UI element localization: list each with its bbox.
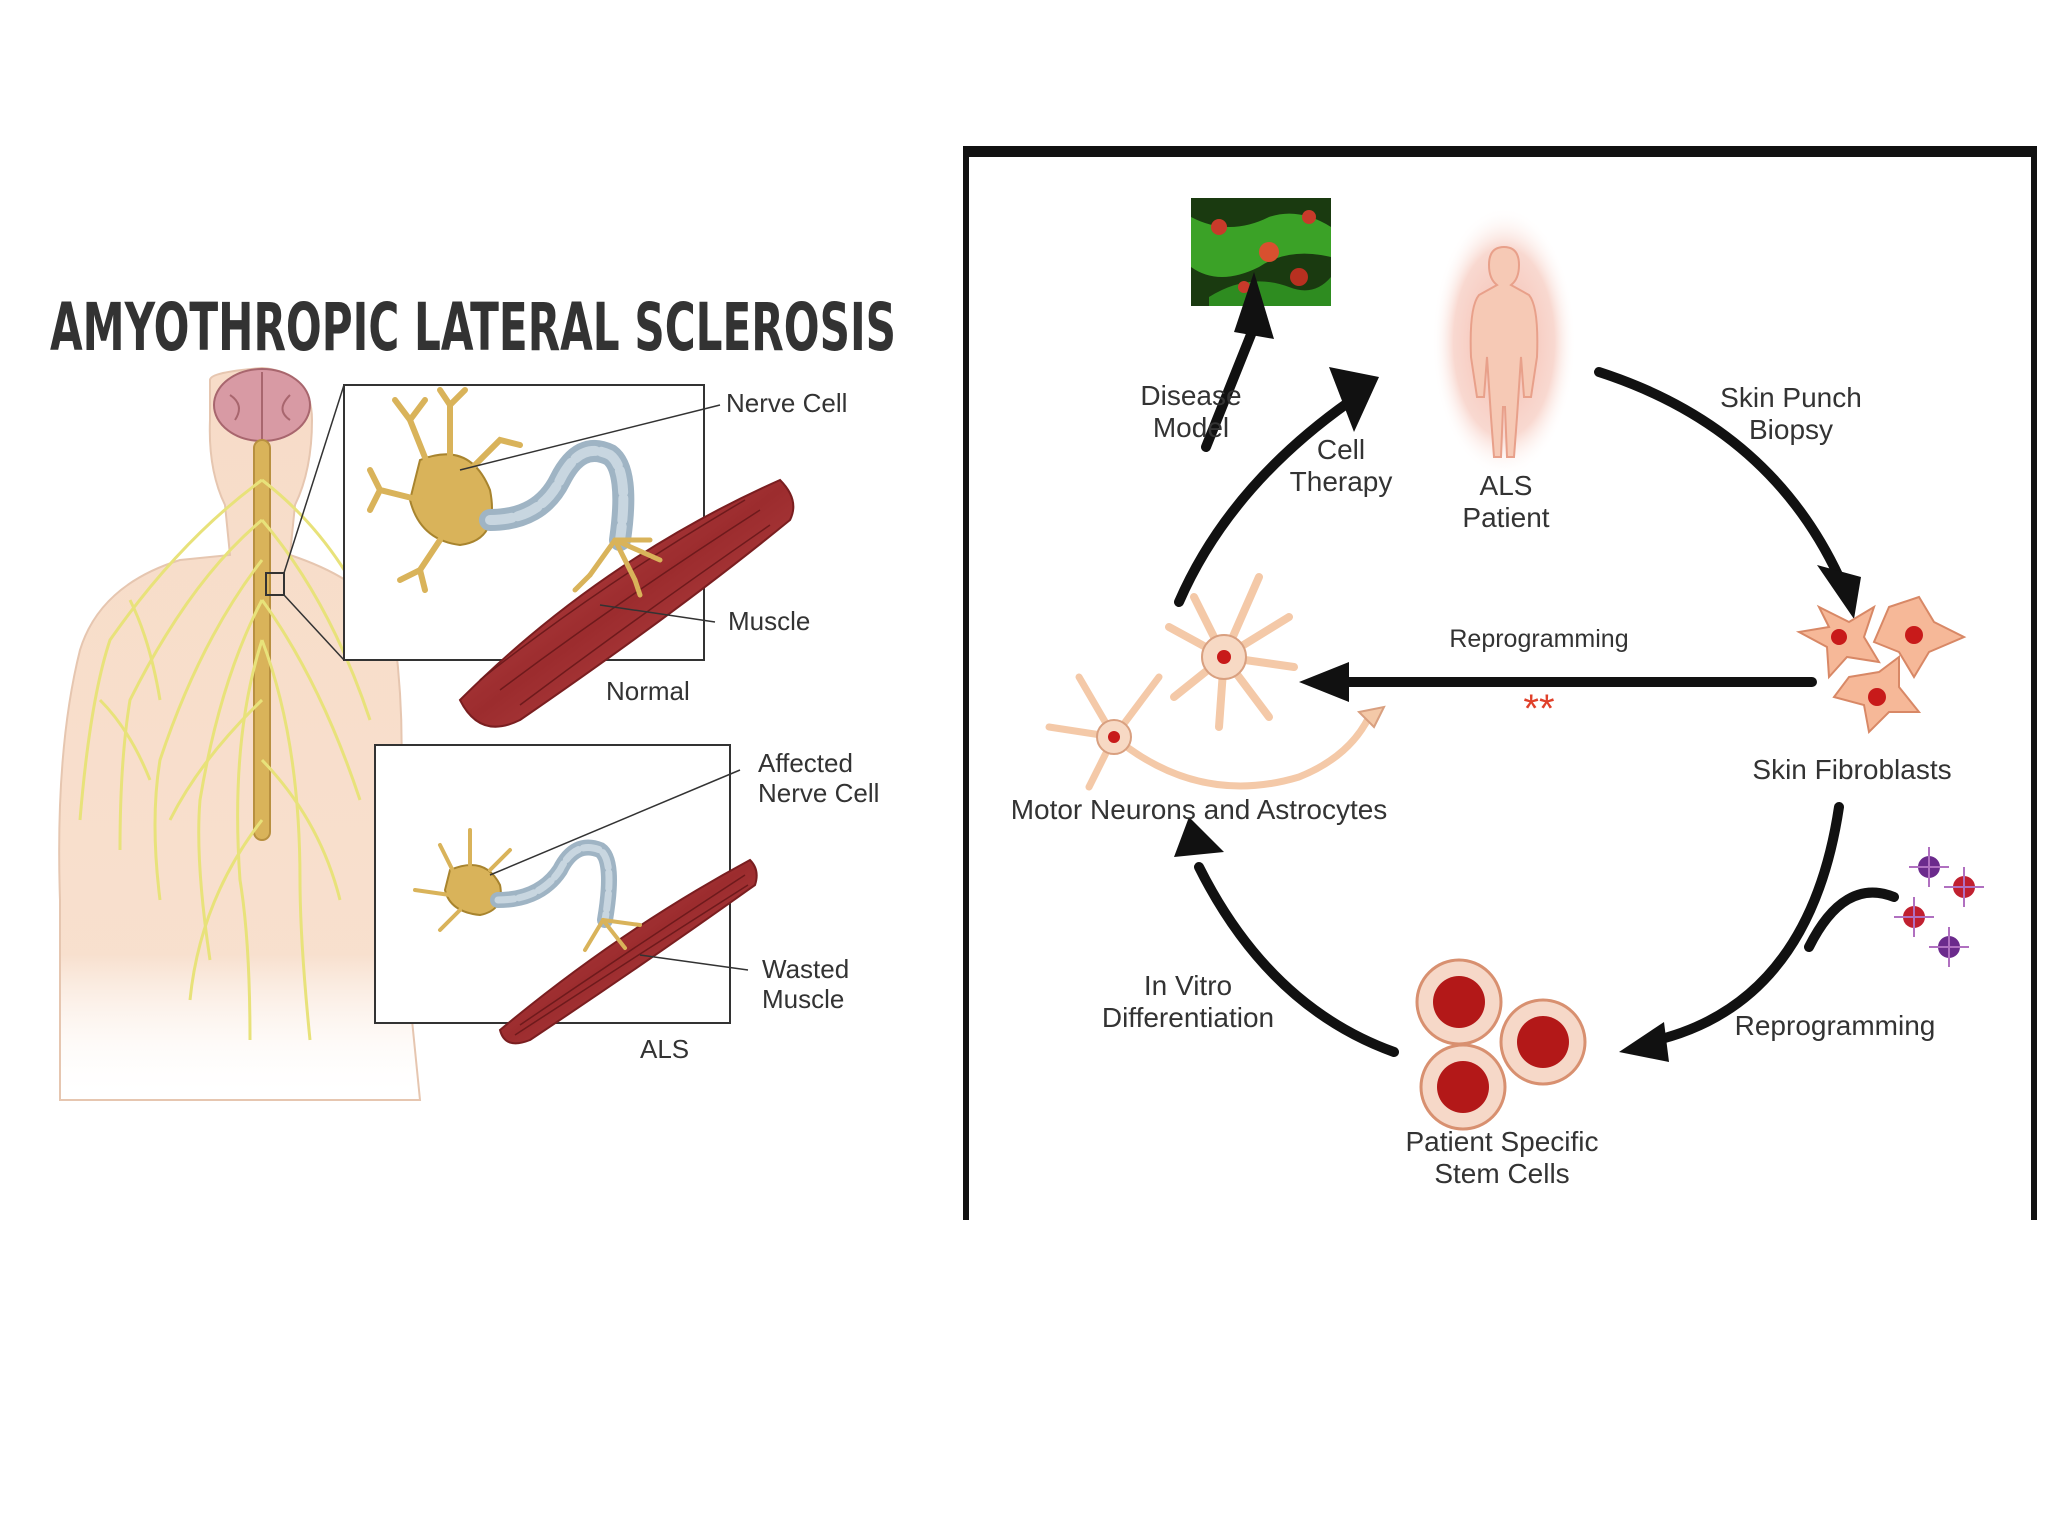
nerve-cell-label: Nerve Cell — [726, 388, 847, 418]
zoom-marker — [265, 572, 285, 596]
arrow-skin-biopsy — [1594, 367, 1844, 582]
stem-cells-label-line1: Patient Specific — [1406, 1126, 1599, 1157]
arrow-factor-input — [1804, 887, 1899, 952]
arrow-in-vitro — [1194, 862, 1399, 1057]
affected-nerve-cell-label-line1: Affected — [758, 748, 853, 778]
normal-caption: Normal — [606, 676, 690, 706]
reprogramming-factors-illustration — [1894, 847, 1984, 967]
healthy-neuron — [367, 387, 663, 598]
als-patient-label-line2: Patient — [1462, 502, 1549, 533]
als-caption: ALS — [640, 1034, 689, 1064]
motor-neurons-astrocytes-illustration — [1045, 573, 1386, 791]
skin-fibroblasts-illustration — [1795, 595, 1967, 735]
affected-nerve-cell-label-line2: Nerve Cell — [758, 778, 879, 808]
stem-cells-label-line2: Stem Cells — [1434, 1158, 1569, 1189]
stem-cells-illustration — [1415, 958, 1587, 1131]
nerve-network — [78, 478, 382, 1041]
motor-neurons-label: Motor Neurons and Astrocytes — [1011, 794, 1388, 825]
in-vitro-label-line2: Differentiation — [1102, 1002, 1274, 1033]
disease-model-label-line2: Model — [1153, 412, 1229, 443]
affected-neuron — [413, 828, 642, 952]
normal-inset: Nerve Cell Muscle Normal — [343, 384, 847, 728]
muscle-label: Muscle — [728, 606, 810, 636]
wasted-muscle-label-line1: Wasted — [762, 954, 849, 984]
ipsc-cycle-diagram: Disease Model Cell Therapy ALS Patient S… — [963, 146, 2037, 1220]
skin-punch-biopsy-label-line1: Skin Punch — [1720, 382, 1862, 413]
cycle-arrows — [1174, 322, 1899, 1057]
diagram-title: AMYOTHROPIC LATERAL SCLEROSIS — [50, 289, 896, 366]
als-patient-label-line1: ALS — [1480, 470, 1533, 501]
cell-therapy-label-line1: Cell — [1317, 434, 1365, 465]
arrow-cell-therapy — [1174, 397, 1354, 607]
human-body-figure — [58, 366, 422, 1101]
als-patient-figure — [1432, 207, 1576, 477]
cycle-illustration: Disease Model Cell Therapy ALS Patient S… — [1011, 198, 1984, 1189]
in-vitro-label-line1: In Vitro — [1144, 970, 1232, 1001]
disease-model-image — [1191, 198, 1331, 306]
als-inset: Affected Nerve Cell Wasted Muscle ALS — [374, 744, 879, 1064]
reprogramming-bottom-label: Reprogramming — [1735, 1010, 1936, 1041]
arrow-disease-model — [1201, 322, 1259, 452]
arrow-reprogramming-bottom — [1644, 802, 1844, 1047]
disease-model-label-line1: Disease — [1140, 380, 1241, 411]
skin-punch-biopsy-label-line2: Biopsy — [1749, 414, 1833, 445]
healthy-muscle — [458, 478, 795, 728]
anatomy-illustration: AMYOTHROPIC LATERAL SCLEROSIS — [50, 289, 896, 1101]
cell-therapy-label-line2: Therapy — [1290, 466, 1393, 497]
skin-fibroblasts-label: Skin Fibroblasts — [1752, 754, 1951, 785]
als-anatomy-diagram: AMYOTHROPIC LATERAL SCLEROSIS — [0, 0, 960, 1200]
reprogramming-top-label: Reprogramming — [1449, 625, 1628, 653]
arrow-heads — [1174, 272, 1861, 1062]
asterisk-marker: ** — [1523, 687, 1554, 731]
wasted-muscle-label-line2: Muscle — [762, 984, 844, 1014]
